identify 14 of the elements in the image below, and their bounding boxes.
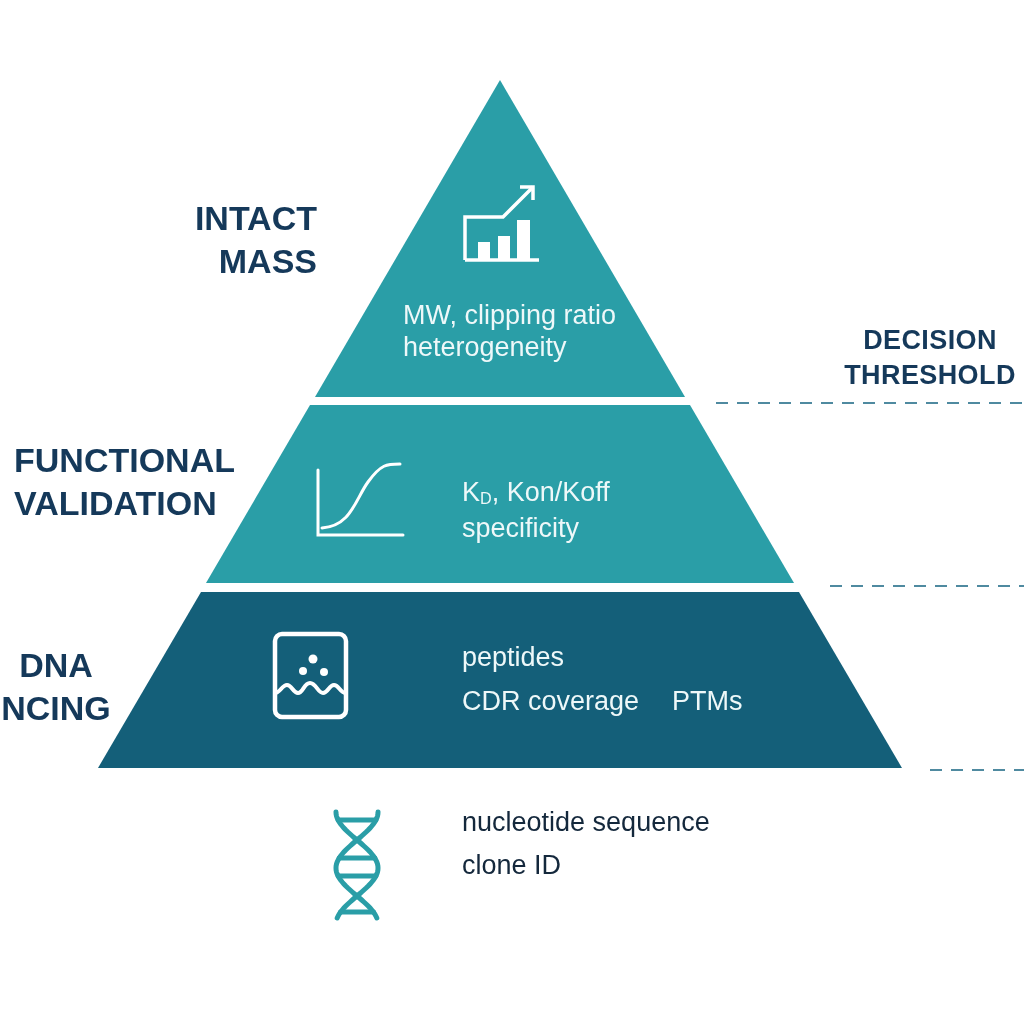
tier-text: peptides [462, 641, 565, 674]
pyramid-tier [315, 80, 685, 397]
tier-text: PTMs [672, 685, 743, 718]
tier-text: specificity [462, 512, 580, 545]
tier-text: K$_{D}$, Kon/Koff [462, 476, 610, 509]
tier-heading: INTACT MASS [193, 198, 317, 282]
tier-heading: DNA NCING [0, 645, 112, 729]
feature-text: clone ID [462, 849, 562, 882]
tier-text: heterogeneity [403, 331, 567, 364]
tier-text: CDR coverage [462, 685, 640, 718]
threshold-label: DECISION THRESHOLD [843, 324, 1017, 393]
feature-text: nucleotide sequence [462, 806, 710, 839]
tier-heading: FUNCTIONAL VALIDATION [14, 440, 236, 524]
tier-text: MW, clipping ratio [403, 299, 617, 332]
